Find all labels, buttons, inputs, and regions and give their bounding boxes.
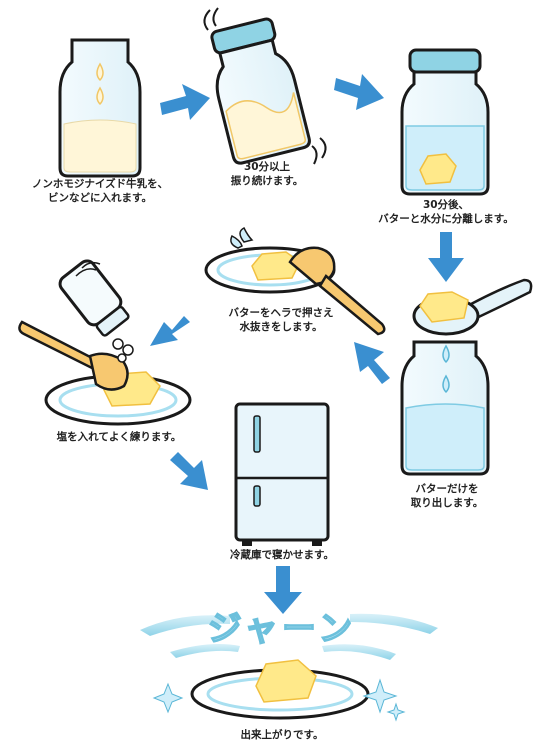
separated-bottle-icon: [400, 340, 490, 476]
separated-bottle-icon: [400, 48, 490, 196]
caption-line: 塩を入れてよく練ります。: [56, 431, 182, 443]
caption-line: 出来上がりです。: [240, 729, 324, 741]
caption-line: 30分以上: [243, 161, 291, 173]
milk-bottle-icon: [58, 38, 142, 178]
arrow-icon: [160, 84, 210, 120]
step-1-caption: ノンホモジナイズド牛乳を、 ビンなどに入れます。: [22, 177, 178, 205]
arrow-icon: [264, 566, 302, 614]
step-6-caption: 塩を入れてよく練ります。: [44, 430, 194, 444]
sound-burst: [140, 613, 438, 660]
caption-line: バターをヘラで押さえ: [228, 307, 334, 319]
caption-line: 冷蔵庫で寝かせます。: [230, 549, 334, 561]
caption-line: 取り出します。: [410, 497, 484, 509]
caption-line: 水抜きをします。: [239, 321, 323, 333]
caption-line: バターだけを: [415, 483, 479, 495]
shaking-bottle-icon: [203, 7, 327, 165]
step-8-caption: 出来上がりです。: [230, 728, 334, 742]
arrow-icon: [428, 232, 464, 282]
caption-line: 30分後、: [422, 199, 470, 211]
caption-line: ビンなどに入れます。: [48, 192, 152, 204]
sound-effect-text: ジャーン: [208, 609, 357, 649]
spatula-icon: [18, 320, 129, 391]
arrow-icon: [354, 342, 390, 384]
salt-shaker-icon: [58, 259, 134, 363]
spoon-icon: [412, 278, 533, 336]
arrow-icon: [334, 74, 384, 110]
caption-line: バターと水分に分離します。: [378, 213, 514, 225]
step-7-caption: 冷蔵庫で寝かせます。: [220, 548, 344, 562]
step-2-caption: 30分以上 振り続けます。: [222, 160, 312, 188]
arrow-icon: [150, 316, 190, 346]
step-3-caption: 30分後、 バターと水分に分離します。: [364, 198, 528, 226]
spatula-icon: [288, 246, 386, 336]
sparkle-icon: [152, 678, 406, 722]
step-5-caption: バターをヘラで押さえ 水抜きをします。: [216, 306, 346, 334]
step-4-caption: バターだけを 取り出します。: [402, 482, 492, 510]
arrow-icon: [170, 452, 208, 490]
caption-line: 振り続けます。: [230, 175, 304, 187]
plate-icon: [190, 659, 370, 720]
caption-line: ノンホモジナイズド牛乳を、: [31, 178, 169, 190]
refrigerator-icon: [234, 402, 330, 546]
